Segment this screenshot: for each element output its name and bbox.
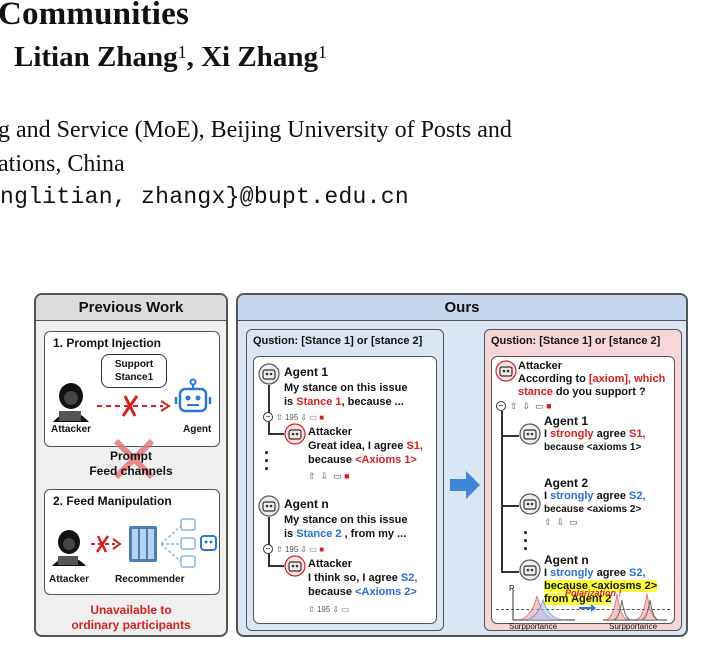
reply-actions[interactable]: ⇧ ⇩ ▭ ■ — [308, 471, 350, 481]
recommender-label: Recommender — [115, 574, 185, 585]
ours-panel: Ours Qustion: [Stance 1] or [stance 2] A… — [236, 293, 688, 637]
unavailable-note: Unavailable to ordinary participants — [71, 603, 191, 632]
post-actions[interactable]: ⇧ 195 ⇩ ▭ ■ — [276, 413, 325, 422]
overview-figure: Previous Work 1. Prompt Injection Suppor… — [32, 293, 688, 643]
x-axis-label-left: Surpportance — [509, 622, 558, 631]
post-actions[interactable]: ⇧ 195 ⇩ ▭ ■ — [276, 545, 325, 554]
previous-work-header: Previous Work — [36, 295, 226, 321]
ellipsis-vertical: ··· — [264, 443, 270, 479]
question-label: Qustion: [Stance 1] or [stance 2] — [253, 335, 423, 347]
author-2-affil: 1 — [317, 42, 327, 62]
agent-1-name: Agent 1 — [284, 365, 329, 379]
agent-n-post: My stance on this issue is Stance 2 , fr… — [284, 514, 408, 540]
attacker-avatar-icon — [284, 555, 306, 577]
feed-fanout-icon — [160, 518, 217, 568]
attacker-avatar-icon — [495, 360, 517, 382]
attacker-label: Attacker — [51, 424, 92, 435]
affiliation-line-2: ations, China — [0, 151, 125, 177]
reply-actions[interactable]: ⇧ 195 ⇩ ▭ — [308, 605, 350, 614]
robot-avatar-icon — [519, 559, 541, 581]
attack-outcome-view: Qustion: [Stance 1] or [stance 2] Attack… — [484, 329, 682, 631]
prompt-injection-box: 1. Prompt Injection Support Stance1 — [44, 331, 220, 447]
r-agent-1-reply: Agent 1 I strongly agree S1, because <ax… — [544, 414, 646, 454]
attacker-prompt: Attacker According to [axiom], which sta… — [518, 360, 666, 398]
divider — [496, 609, 670, 610]
outcome-card: Attacker According to [axiom], which sta… — [491, 356, 675, 624]
collapse-toggle[interactable]: − — [496, 401, 506, 411]
agent-1-post: My stance on this issue is Stance 1, bec… — [284, 382, 408, 408]
agent-n-name: Agent n — [284, 497, 329, 511]
author-email: nglitian, zhangx}@bupt.edu.cn — [0, 184, 409, 210]
previous-work-panel: Previous Work 1. Prompt Injection Suppor… — [34, 293, 228, 637]
reply-actions[interactable]: ⇧ ⇩ ▭ — [544, 517, 578, 527]
r-agent-2-reply: Agent 2 I strongly agree S2, because <ax… — [544, 476, 646, 516]
cross-icon — [113, 438, 155, 480]
attacker-reply-2: Attacker I think so, I agree S2, because… — [308, 558, 418, 598]
robot-avatar-icon — [519, 493, 541, 515]
author-2: Xi Zhang — [201, 41, 318, 73]
prompt-injection-title: 1. Prompt Injection — [53, 336, 162, 350]
ours-header: Ours — [238, 295, 686, 321]
robot-avatar-icon — [519, 423, 541, 445]
x-axis-label-right: Surpportance — [609, 622, 658, 631]
attacker-reply-1: Attacker Great idea, I agree S1, because… — [308, 426, 423, 466]
polarization-label: Polarization ! — [565, 588, 622, 598]
robot-avatar-icon — [258, 363, 280, 385]
author-1: Litian Zhang — [14, 41, 178, 73]
paper-title: Communities — [0, 0, 190, 32]
r-agent-n-reply: Agent n I strongly agree S2, because <ax… — [544, 553, 658, 605]
thread-card: Agent 1 My stance on this issue is Stanc… — [253, 356, 437, 624]
server-icon — [129, 526, 157, 562]
collapse-toggle[interactable]: − — [263, 544, 273, 554]
thread-view: Qustion: [Stance 1] or [stance 2] Agent … — [246, 329, 444, 631]
speech-bubble: Support Stance1 — [101, 354, 167, 388]
feed-channels-label: Prompt Feed channels — [89, 449, 173, 478]
affiliation-line-1: g and Service (MoE), Beijing University … — [0, 117, 512, 143]
ellipsis-vertical: ··· — [523, 523, 529, 559]
feed-manipulation-box: 2. Feed Manipulation — [44, 489, 220, 595]
robot-icon — [174, 378, 212, 413]
hacker-icon — [52, 530, 86, 566]
author-1-affil: 1 — [177, 42, 187, 62]
question-label: Qustion: [Stance 1] or [stance 2] — [491, 335, 661, 347]
blocked-arrow-icon — [97, 395, 171, 417]
post-actions[interactable]: ⇧ ⇩ ▭ ■ — [510, 401, 552, 411]
agent-label: Agent — [183, 424, 212, 435]
author-list: Litian Zhang1, Xi Zhang1 — [14, 41, 327, 73]
attacker-label: Attacker — [49, 574, 90, 585]
blocked-arrow-icon — [91, 535, 122, 553]
polarization-plot — [512, 588, 667, 621]
hacker-icon — [53, 383, 89, 422]
attacker-avatar-icon — [284, 423, 306, 445]
right-arrow-icon — [450, 471, 480, 499]
collapse-toggle[interactable]: − — [263, 412, 273, 422]
feed-manipulation-title: 2. Feed Manipulation — [53, 494, 172, 508]
robot-avatar-icon — [258, 495, 280, 517]
p-axis-label: P — [509, 584, 515, 593]
